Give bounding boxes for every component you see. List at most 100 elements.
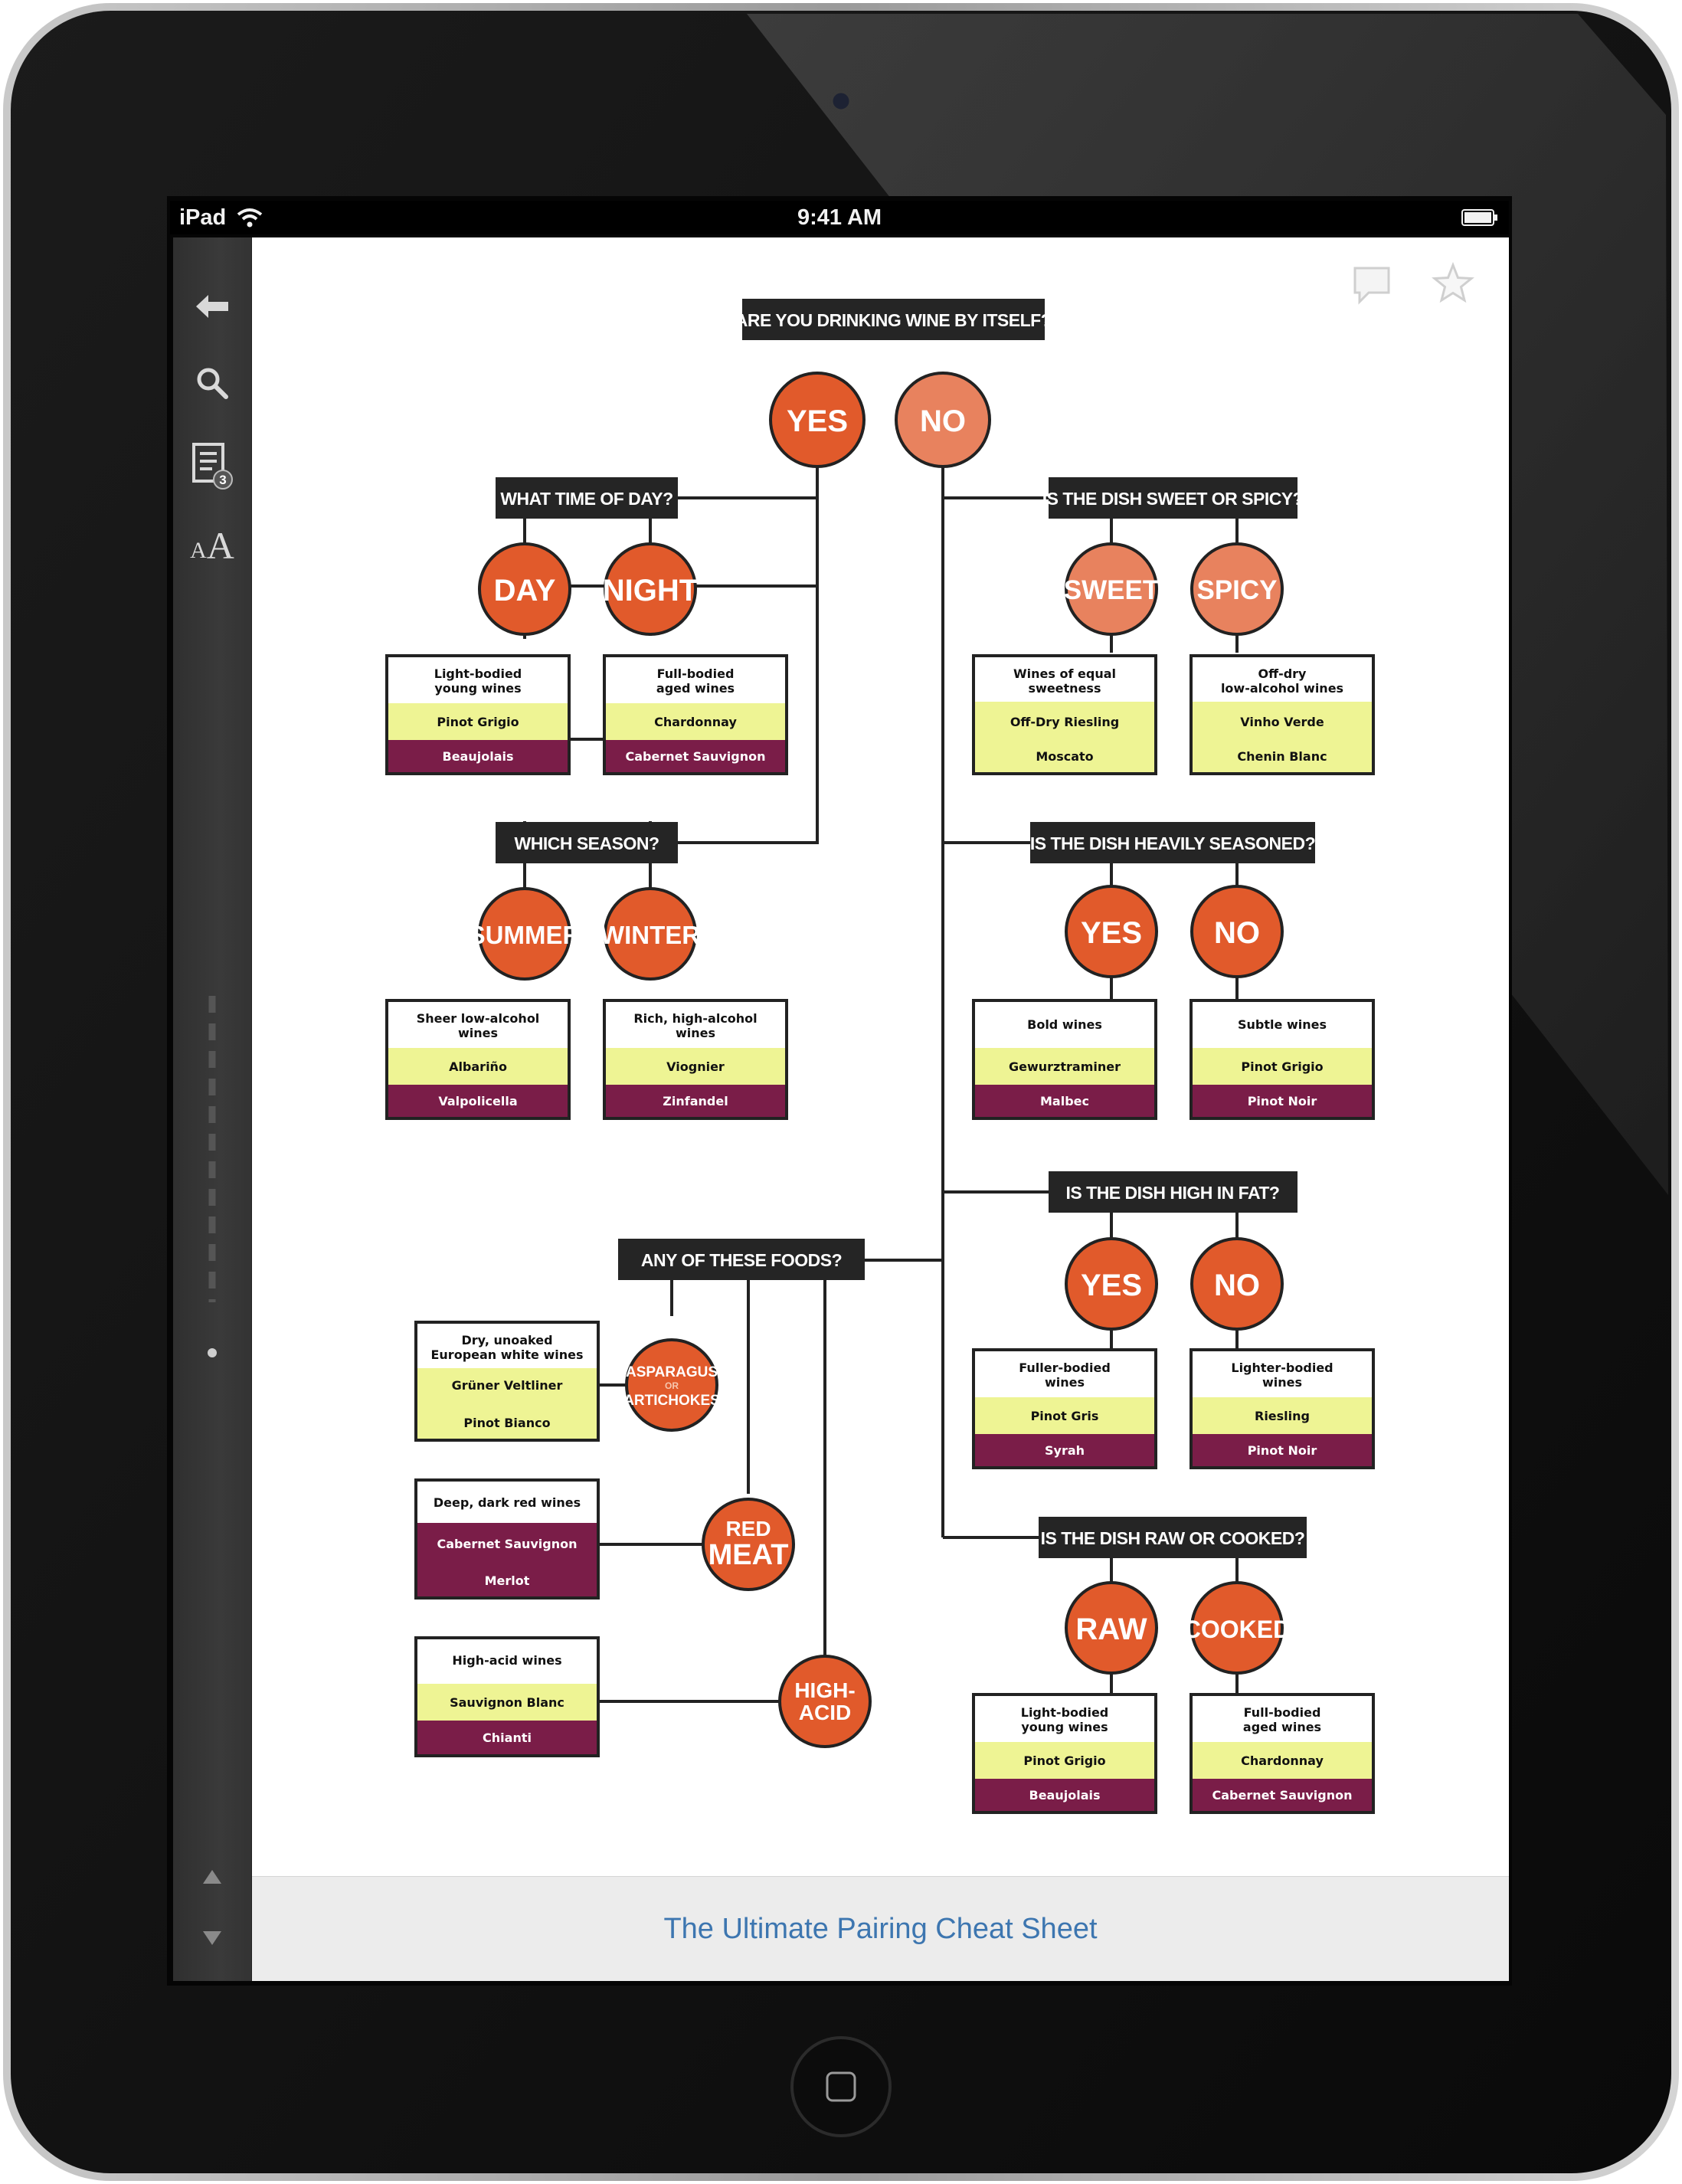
- cooked-red-wine: Cabernet Sauvignon: [1212, 1788, 1352, 1803]
- high-acid-label-2: ACID: [799, 1701, 851, 1724]
- fuller-red-wine: Syrah: [1045, 1443, 1085, 1458]
- root-question-box: [742, 299, 1045, 340]
- lighter-wine-box: Lighter-bodied wines Riesling Pinot Noir: [1190, 1348, 1375, 1469]
- previous-page-button[interactable]: [173, 1846, 251, 1907]
- asparagus-wine-2: Pinot Bianco: [463, 1416, 550, 1430]
- subtle-desc: Subtle wines: [1238, 1017, 1327, 1032]
- search-button[interactable]: [173, 352, 251, 414]
- night-label: NIGHT: [603, 574, 698, 607]
- sweet-wine-1: Off-Dry Riesling: [1010, 715, 1119, 729]
- bold-yellow-wine: Gewurztraminer: [1009, 1059, 1121, 1074]
- winter-desc-1: Rich, high-alcohol: [633, 1011, 757, 1026]
- page-scrubber[interactable]: [204, 996, 221, 1379]
- fat-yes-node: YES: [1065, 1237, 1158, 1331]
- subtle-red-wine: Pinot Noir: [1248, 1094, 1317, 1108]
- cooked-node: COOKED: [1183, 1581, 1291, 1675]
- cooked-desc-1: Full-bodied: [1244, 1705, 1321, 1720]
- time-question-text: WHAT TIME OF DAY?: [500, 489, 672, 509]
- fuller-wine-box: Fuller-bodied wines Pinot Gris Syrah: [972, 1348, 1157, 1469]
- red-meat-node: RED MEAT: [702, 1498, 795, 1591]
- asparagus-desc-1: Dry, unoaked: [461, 1333, 552, 1347]
- notes-icon: 3: [192, 443, 233, 490]
- fat-no-node: NO: [1190, 1237, 1284, 1331]
- back-arrow-icon: [196, 295, 228, 318]
- font-size-large-label: A: [206, 524, 234, 567]
- asparagus-label-1: ASPARAGUS: [626, 1364, 718, 1380]
- raw-question-text: IS THE DISH RAW OR COOKED?: [1041, 1528, 1305, 1548]
- seasoned-question-box: [1030, 822, 1315, 863]
- fuller-desc-1: Fuller-bodied: [1019, 1360, 1111, 1375]
- red-meat-label-2: MEAT: [708, 1539, 789, 1571]
- bookmark-star-button[interactable]: [1432, 262, 1474, 305]
- night-desc-1: Full-bodied: [657, 666, 735, 681]
- night-yellow-wine: Chardonnay: [654, 715, 737, 729]
- lighter-desc-2: wines: [1262, 1375, 1302, 1390]
- next-page-button[interactable]: [173, 1907, 251, 1969]
- fat-yes-label: YES: [1081, 1269, 1142, 1302]
- cooked-wine-box: Full-bodied aged wines Chardonnay Cabern…: [1190, 1693, 1375, 1814]
- root-question-text: ARE YOU DRINKING WINE BY ITSELF?: [735, 310, 1052, 330]
- winter-desc-2: wines: [676, 1026, 715, 1040]
- back-button[interactable]: [173, 276, 251, 337]
- reader-toolbar: 3 A A: [173, 237, 252, 1981]
- winter-red-wine: Zinfandel: [663, 1094, 728, 1108]
- fat-question-box: [1049, 1171, 1297, 1213]
- winter-node: WINTER: [600, 887, 700, 981]
- page-scrubber-knob[interactable]: [208, 1348, 217, 1357]
- summer-red-wine: Valpolicella: [438, 1094, 517, 1108]
- raw-label: RAW: [1075, 1613, 1147, 1646]
- fat-no-label: NO: [1214, 1269, 1260, 1302]
- root-no-label: NO: [920, 404, 966, 438]
- bold-desc: Bold wines: [1027, 1017, 1102, 1032]
- night-red-wine: Cabernet Sauvignon: [625, 749, 765, 764]
- spicy-wine-1: Vinho Verde: [1240, 715, 1324, 729]
- high-acid-red-wine: Chianti: [483, 1731, 532, 1745]
- asparagus-label-2: ARTICHOKES: [623, 1393, 720, 1409]
- season-question-box: [496, 822, 678, 863]
- status-bar: iPad 9:41 AM: [170, 201, 1509, 234]
- comment-button[interactable]: [1352, 265, 1392, 305]
- summer-node: SUMMER: [469, 887, 581, 981]
- raw-desc-2: young wines: [1021, 1720, 1108, 1734]
- time-question-box: [496, 477, 678, 519]
- asparagus-wine-box: Dry, unoaked European white wines Grüner…: [414, 1321, 600, 1442]
- fuller-yellow-wine: Pinot Gris: [1031, 1409, 1099, 1423]
- summer-wine-box: Sheer low-alcohol wines Albariño Valpoli…: [385, 999, 571, 1120]
- day-yellow-wine: Pinot Grigio: [437, 715, 519, 729]
- spicy-desc-1: Off-dry: [1258, 666, 1307, 681]
- summer-desc-1: Sheer low-alcohol: [417, 1011, 540, 1026]
- day-red-wine: Beaujolais: [443, 749, 514, 764]
- summer-label: SUMMER: [469, 921, 581, 949]
- bold-wine-box: Bold wines Gewurztraminer Malbec: [972, 999, 1157, 1120]
- star-icon: [1432, 262, 1474, 303]
- spicy-wine-box: Off-dry low-alcohol wines Vinho Verde Ch…: [1190, 654, 1375, 775]
- sweet-desc-2: sweetness: [1029, 681, 1101, 696]
- fuller-desc-2: wines: [1045, 1375, 1085, 1390]
- chevron-up-icon: [203, 1870, 221, 1884]
- red-meat-desc: Deep, dark red wines: [434, 1495, 581, 1510]
- battery-icon: [1461, 209, 1497, 226]
- notes-button[interactable]: 3: [173, 435, 251, 496]
- season-question-text: WHICH SEASON?: [515, 833, 659, 853]
- night-node: NIGHT: [603, 542, 698, 636]
- root-no-node: NO: [895, 372, 991, 468]
- spicy-label: SPICY: [1196, 575, 1277, 605]
- red-meat-label-1: RED: [725, 1517, 771, 1541]
- spicy-node: SPICY: [1190, 542, 1284, 636]
- sweet-node: SWEET: [1064, 542, 1159, 636]
- wifi-icon: [237, 208, 263, 228]
- night-wine-box: Full-bodied aged wines Chardonnay Cabern…: [603, 654, 788, 775]
- font-size-button[interactable]: A A: [173, 515, 251, 576]
- spicy-desc-2: low-alcohol wines: [1221, 681, 1343, 696]
- home-button[interactable]: [790, 2036, 892, 2137]
- page-caption-title[interactable]: The Ultimate Pairing Cheat Sheet: [663, 1912, 1098, 1945]
- foods-question-box: [618, 1239, 865, 1280]
- summer-yellow-wine: Albariño: [449, 1059, 507, 1074]
- cooked-yellow-wine: Chardonnay: [1241, 1753, 1324, 1768]
- raw-red-wine: Beaujolais: [1029, 1788, 1101, 1803]
- comment-icon: [1353, 267, 1390, 305]
- cooked-label: COOKED: [1183, 1616, 1291, 1643]
- lighter-red-wine: Pinot Noir: [1248, 1443, 1317, 1458]
- page-caption-bar: The Ultimate Pairing Cheat Sheet: [252, 1876, 1509, 1981]
- foods-question-text: ANY OF THESE FOODS?: [641, 1250, 842, 1270]
